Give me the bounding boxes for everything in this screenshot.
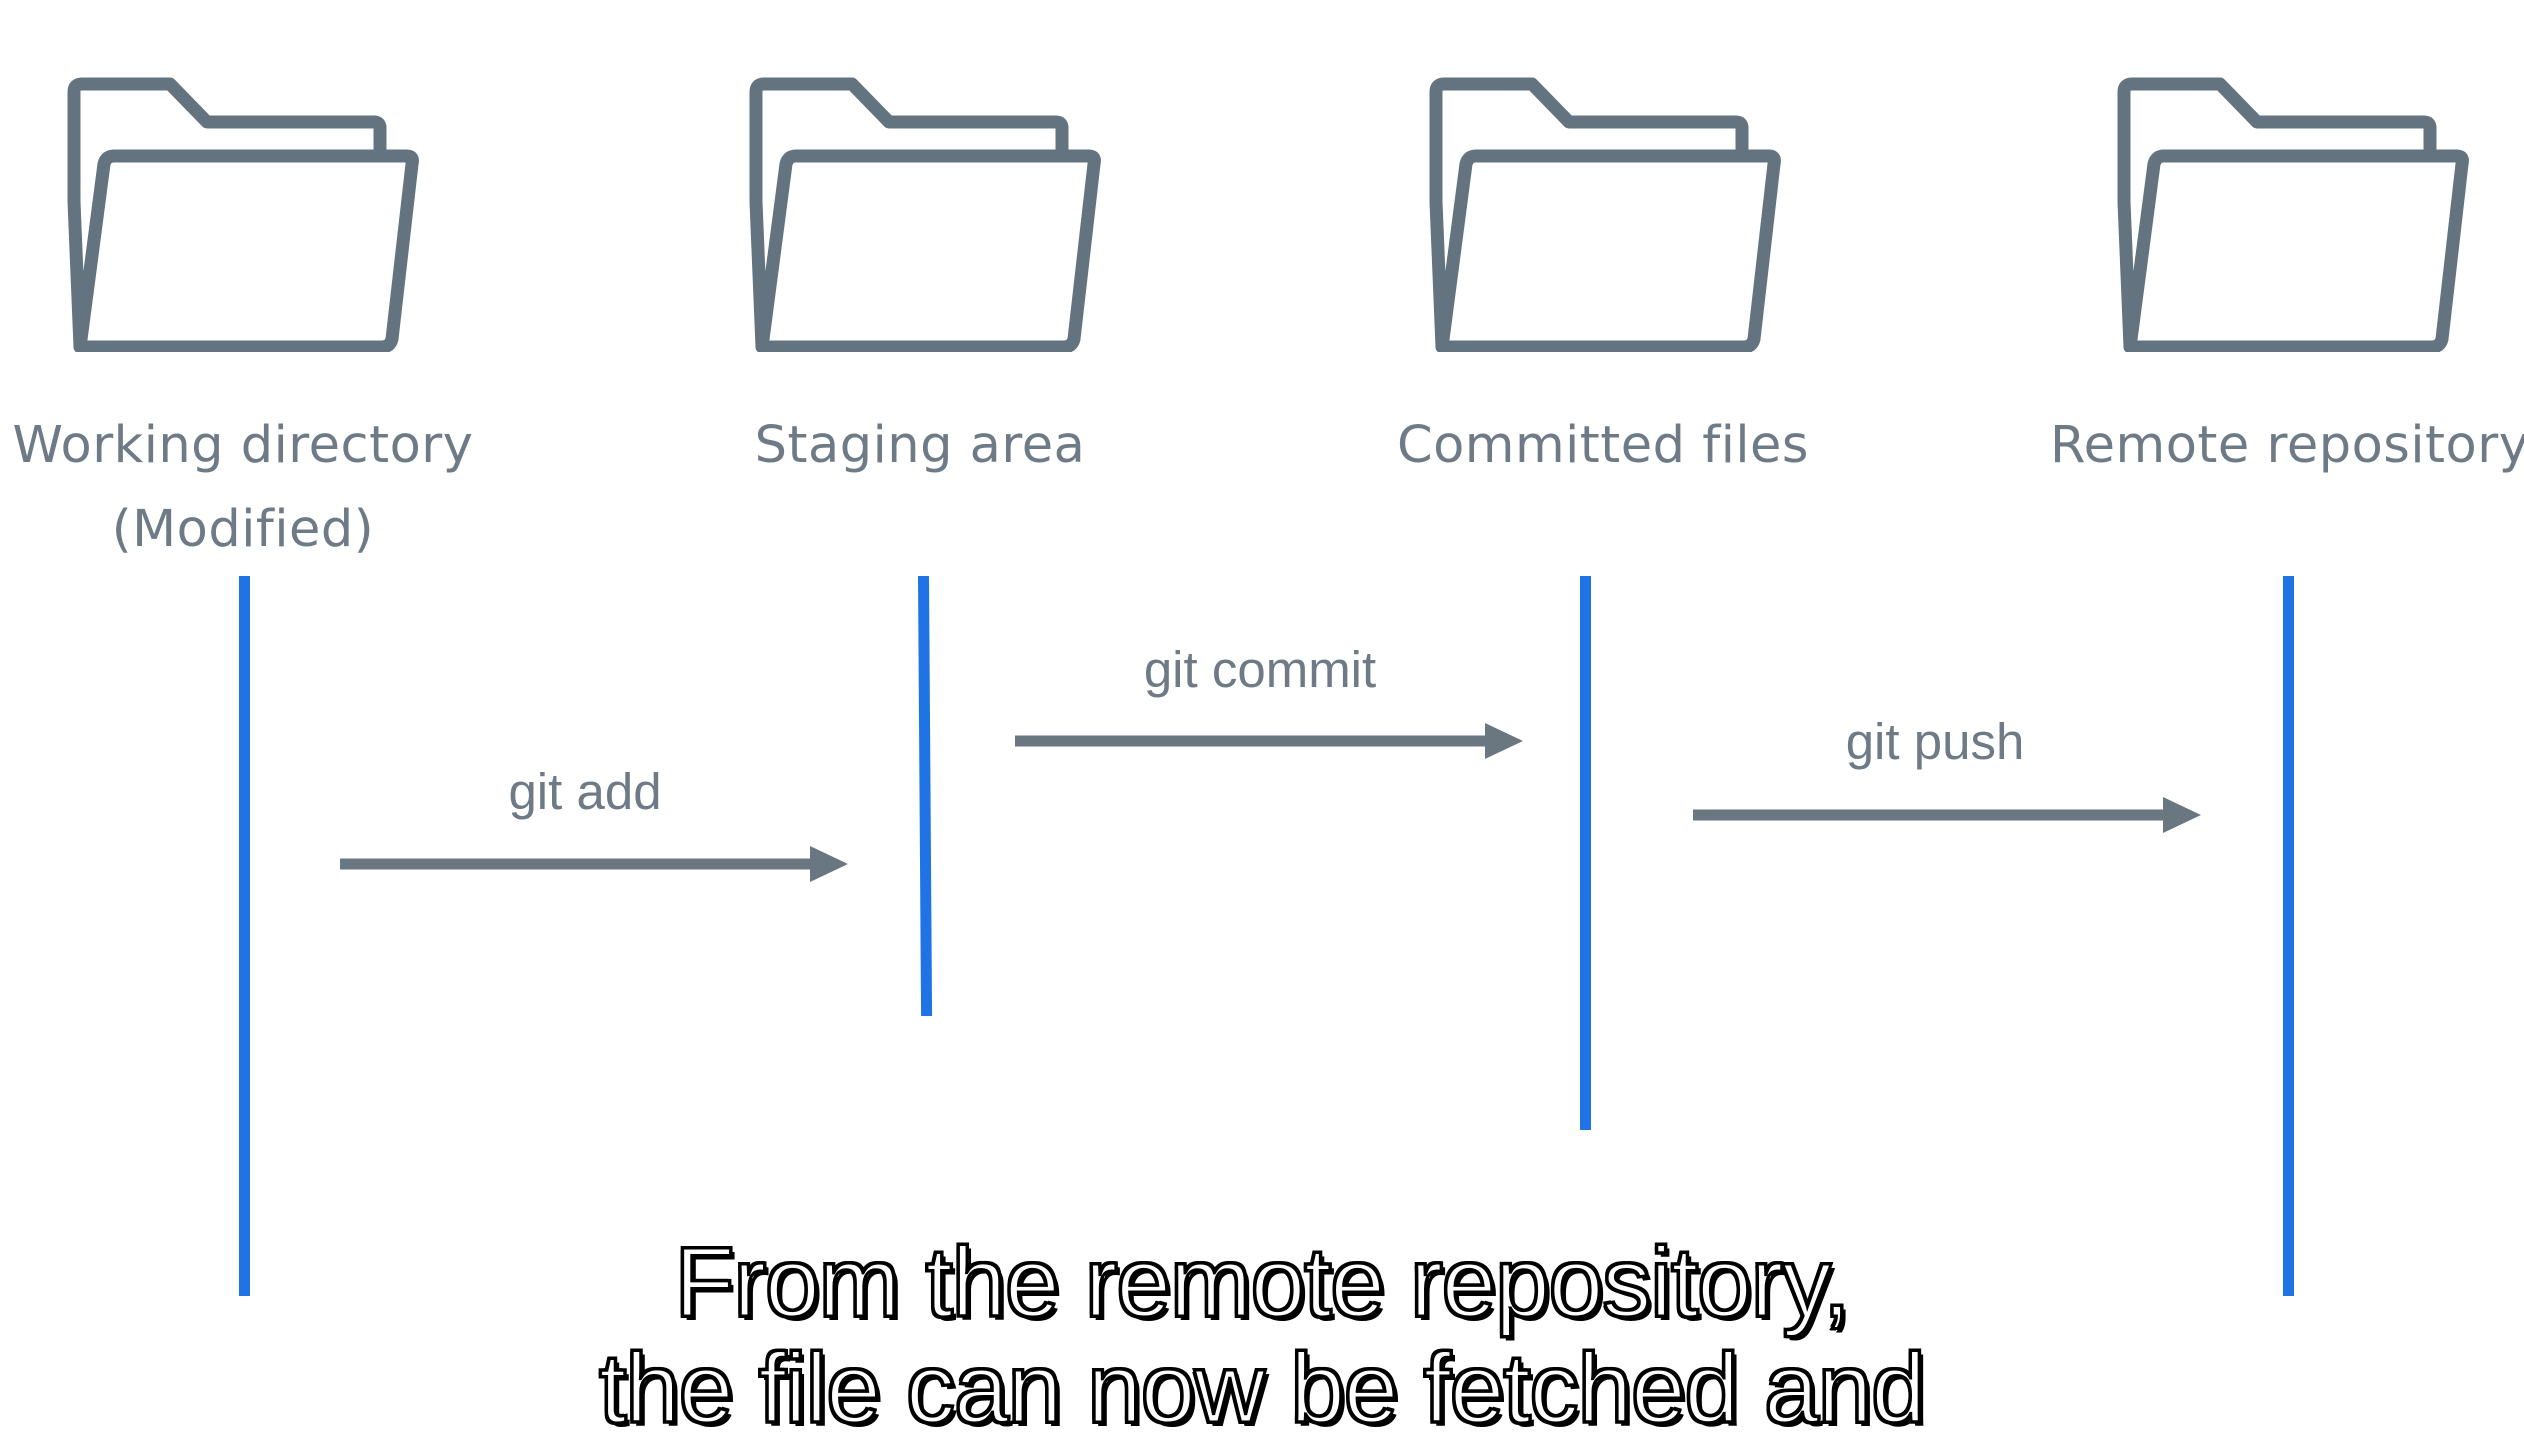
git-commit-label: git commit xyxy=(1143,641,1377,698)
committed-files-label: Committed files xyxy=(1360,404,1846,488)
working-directory-folder-icon xyxy=(62,72,422,352)
remote-repository-title: Remote repository xyxy=(2050,416,2524,475)
git-add-label: git add xyxy=(508,763,662,820)
remote-repository-label: Remote repository xyxy=(2050,404,2524,488)
staging-area-label: Staging area xyxy=(710,404,1130,488)
committed-files-folder-icon xyxy=(1424,72,1784,352)
staging-area-folder-icon xyxy=(744,72,1104,352)
git-push-label: git push xyxy=(1845,713,2025,770)
working-directory-subtitle: (Modified) xyxy=(111,500,375,559)
remote-repository-timeline xyxy=(2283,576,2294,1296)
committed-files-title: Committed files xyxy=(1396,416,1810,475)
committed-files-timeline xyxy=(1580,576,1591,1130)
git-commit-arrow xyxy=(1015,719,1523,763)
staging-area-timeline xyxy=(918,575,933,1017)
caption-line-1: From the remote repository, xyxy=(673,1227,1852,1338)
working-directory-title: Working directory xyxy=(12,416,474,475)
git-add-arrow xyxy=(340,842,848,886)
working-directory-label: Working directory (Modified) xyxy=(0,404,486,572)
caption-line-2: the file can now be fetched and xyxy=(598,1333,1928,1444)
remote-repository-folder-icon xyxy=(2112,72,2472,352)
working-directory-timeline xyxy=(239,576,250,1296)
staging-area-title: Staging area xyxy=(754,416,1086,475)
git-push-arrow xyxy=(1693,793,2201,837)
